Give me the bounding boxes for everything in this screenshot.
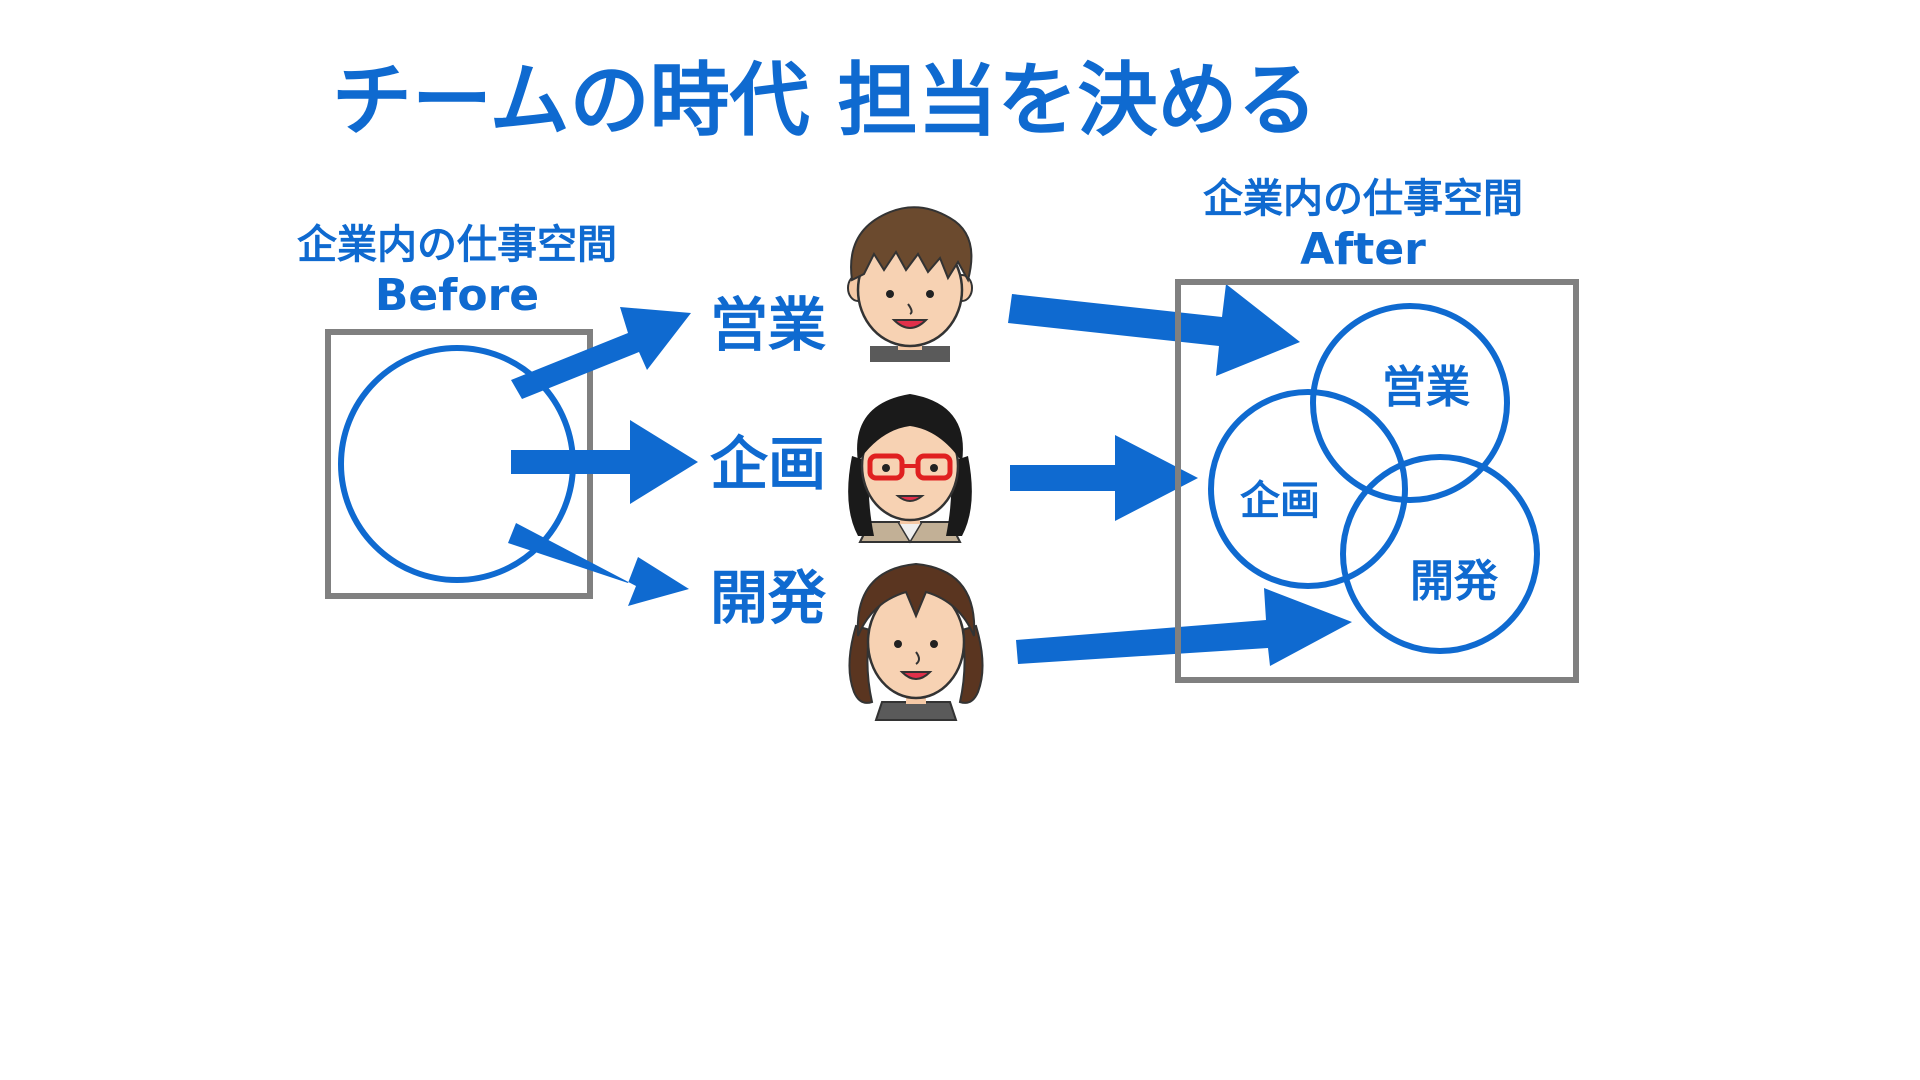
arrow-development-to-after (1016, 588, 1352, 666)
after-circle-label-planning: 企画 (1240, 478, 1320, 524)
role-labels: 営業 企画 開発 (710, 291, 827, 632)
arrow-to-sales (511, 307, 691, 399)
role-label-development: 開発 (710, 564, 827, 632)
after-circle-development (1340, 454, 1540, 654)
after-arrows (1008, 284, 1352, 666)
after-section: 企業内の仕事空間 After 営業 企画 開発 (1175, 176, 1579, 683)
role-label-planning: 企画 (710, 430, 826, 498)
person-glasses-icon (848, 394, 972, 544)
person-long-hair-icon (848, 562, 984, 721)
after-circle-label-sales: 営業 (1382, 362, 1470, 413)
role-label-sales: 営業 (710, 291, 826, 359)
arrow-sales-to-after (1008, 284, 1300, 376)
before-section: 企業内の仕事空間 Before (297, 222, 617, 599)
before-arrows (508, 307, 698, 606)
after-box (1175, 279, 1579, 683)
person-brown-hair-icon (847, 206, 973, 362)
before-heading: 企業内の仕事空間 (297, 222, 617, 268)
arrow-planning-to-after (1010, 435, 1198, 521)
after-circle-label-development: 開発 (1410, 556, 1499, 607)
after-heading: 企業内の仕事空間 (1203, 176, 1523, 222)
after-circle-planning (1208, 389, 1408, 589)
arrow-to-development (508, 523, 689, 606)
arrow-to-planning (511, 420, 698, 504)
after-circle-sales (1310, 303, 1510, 503)
before-label: Before (375, 270, 539, 321)
slide-title: チームの時代 担当を決める (332, 54, 1317, 147)
after-label: After (1300, 224, 1426, 275)
